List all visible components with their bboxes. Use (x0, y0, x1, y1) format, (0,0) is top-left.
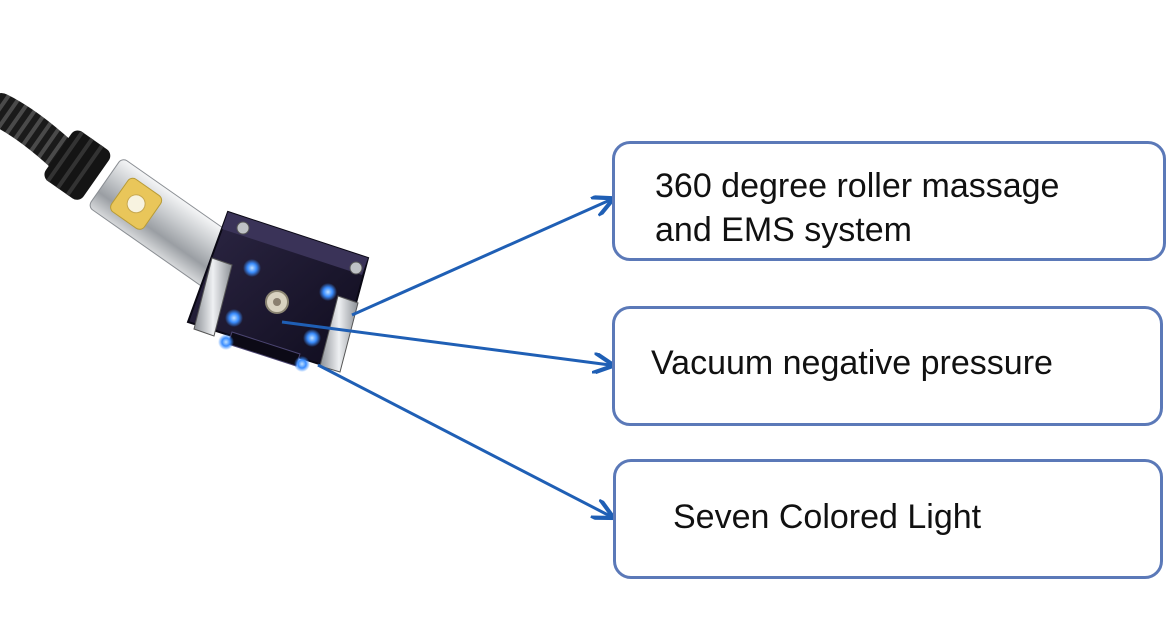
roller-handpiece-icon (0, 93, 370, 373)
callout-text-line: Seven Colored Light (673, 498, 982, 536)
arrow-3 (317, 363, 610, 516)
led-lights (218, 259, 337, 372)
applicator-head (186, 210, 370, 373)
screw (236, 221, 250, 235)
callout-roller-ems: 360 degree roller massage and EMS system (612, 141, 1166, 261)
roller-right (319, 295, 359, 373)
callout-vacuum: Vacuum negative pressure (612, 306, 1163, 426)
callout-light: Seven Colored Light (613, 459, 1163, 579)
callout-text-line: Vacuum negative pressure (651, 344, 1053, 382)
arrow-2 (281, 320, 610, 365)
handle-connector (44, 130, 111, 200)
callout-text-line: 360 degree roller massage (655, 167, 1060, 205)
arrows (281, 200, 610, 516)
cable (0, 93, 79, 172)
handle-body (89, 159, 244, 291)
callout-text-line: and EMS system (655, 211, 912, 249)
screw (349, 261, 363, 275)
arrow-1 (351, 200, 610, 317)
roller-left (193, 257, 233, 337)
